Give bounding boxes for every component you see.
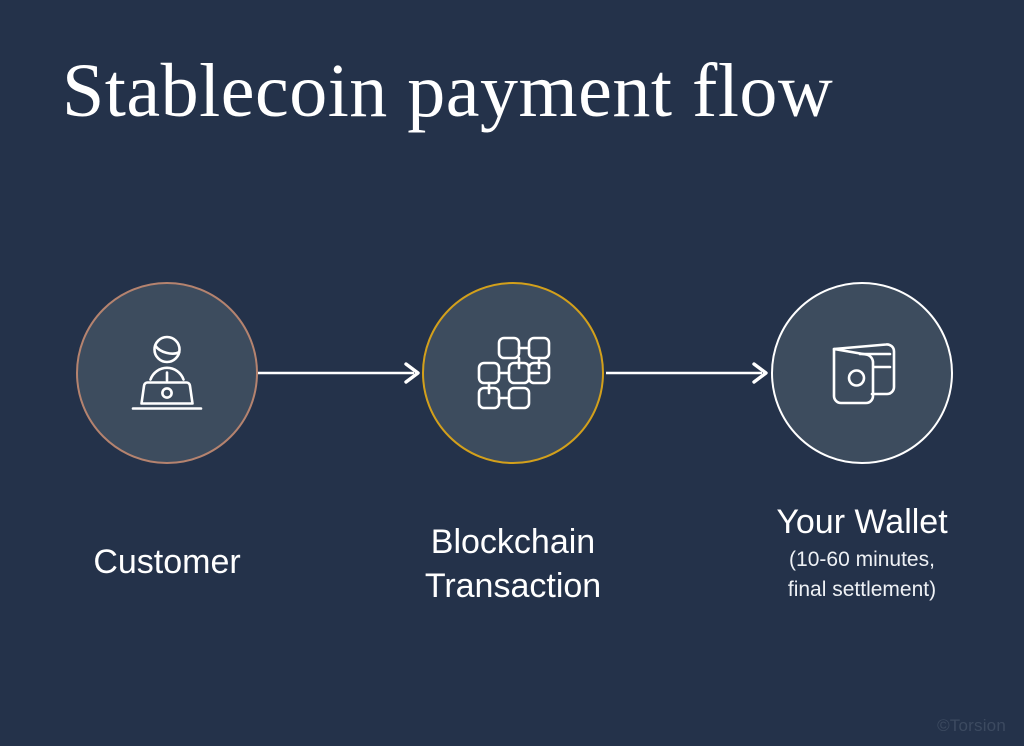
arrow-blockchain-to-wallet — [606, 361, 772, 385]
wallet-icon — [771, 282, 953, 464]
blockchain-circle-ring — [422, 282, 604, 464]
blockchain-network-icon — [422, 282, 604, 464]
page-title: Stablecoin payment flow — [62, 49, 834, 133]
watermark: ©Torsion — [937, 716, 1006, 735]
label-wallet: Your Wallet (10-60 minutes, final settle… — [712, 500, 1012, 604]
arrow-customer-to-blockchain — [258, 361, 424, 385]
label-wallet-main: Your Wallet — [776, 503, 948, 541]
label-blockchain-line-2: Transaction — [424, 567, 602, 605]
label-blockchain: Blockchain Transaction — [363, 520, 663, 608]
label-customer: Customer — [17, 540, 317, 584]
label-customer-main: Customer — [93, 543, 241, 581]
flow-step-blockchain[interactable] — [422, 282, 604, 464]
person-at-laptop-icon — [76, 282, 258, 464]
label-wallet-sub-line-1: (10-60 minutes, — [789, 548, 935, 571]
label-wallet-sub-line-2: final settlement) — [787, 578, 937, 601]
flow-step-customer[interactable] — [76, 282, 258, 464]
flow-step-wallet[interactable] — [771, 282, 953, 464]
label-blockchain-line-1: Blockchain — [430, 523, 596, 561]
